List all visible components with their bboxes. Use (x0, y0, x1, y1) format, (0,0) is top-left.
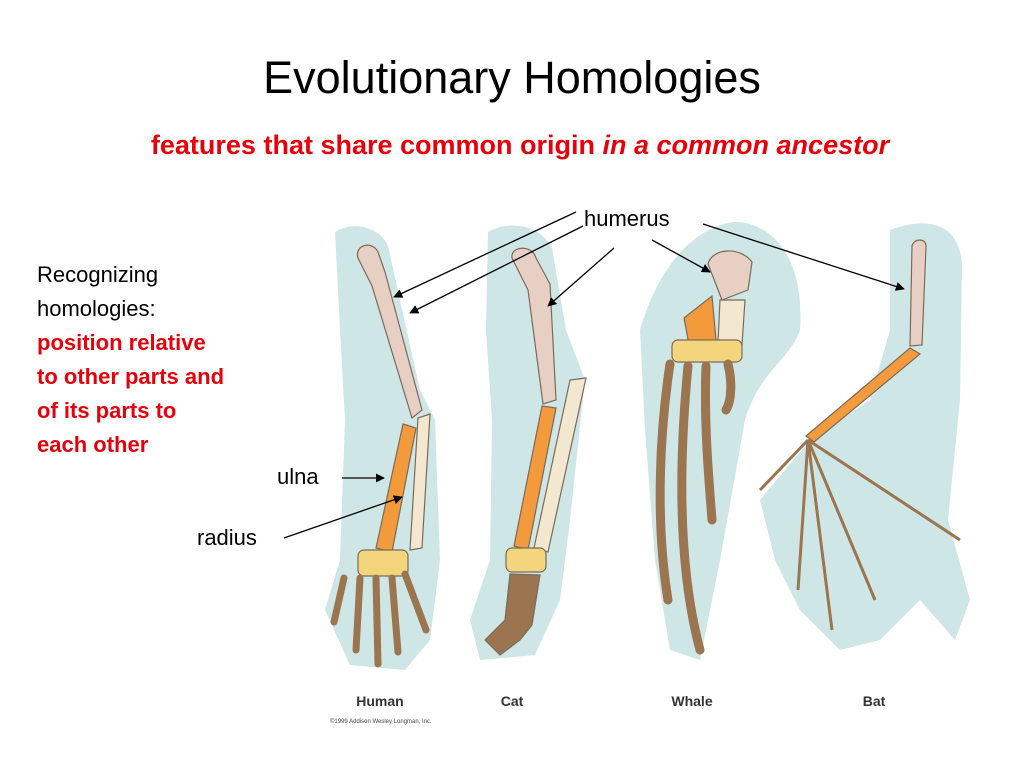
side-red-line-2: to other parts and (37, 364, 225, 389)
bat-digits (758, 438, 961, 631)
slide-title: Evolutionary Homologies (263, 52, 761, 103)
bat-humerus (909, 239, 927, 347)
cat-paw (484, 573, 541, 656)
copyright-text: ©1999 Addison Wesley Longman, Inc. (330, 718, 432, 725)
side-explanation: Recognizing homologies: position relativ… (37, 258, 307, 462)
cat-carpals (505, 547, 547, 573)
humerus-arrows (283, 211, 905, 539)
human-arm-silhouette (325, 226, 440, 671)
caption-whale: Whale (671, 693, 712, 709)
humerus-arrow-whale (651, 239, 711, 273)
ulna-label: ulna (277, 464, 319, 489)
side-red-line-1: position relative (37, 330, 206, 355)
caption-cat: Cat (501, 693, 524, 709)
whale-digits (655, 359, 736, 655)
human-arm (330, 244, 431, 668)
side-line-2: homologies: (37, 296, 156, 321)
radius-arrow (283, 495, 403, 539)
slide-subtitle: features that share common origin in a c… (0, 130, 1024, 161)
humerus-arrow-human (393, 211, 577, 298)
bat-wing (758, 239, 961, 631)
side-red-line-4: each other (37, 432, 149, 457)
human-fingers (330, 570, 430, 668)
cat-leg (484, 247, 587, 656)
bat-radius (805, 347, 922, 443)
humerus-arrow-human-2 (409, 225, 584, 314)
subtitle-normal: features that share common origin (150, 130, 595, 160)
humerus-label: humerus (584, 206, 670, 231)
human-humerus (356, 244, 423, 420)
caption-human: Human (356, 693, 403, 709)
cat-ulna (533, 377, 587, 553)
whale-humerus (707, 250, 753, 301)
side-red-line-3: of its parts to (37, 398, 177, 423)
humerus-arrow-bat (702, 223, 905, 291)
radius-label: radius (197, 525, 257, 550)
caption-bat: Bat (863, 693, 886, 709)
side-line-1: Recognizing (37, 262, 159, 287)
whale-ulna (717, 299, 746, 346)
cat-leg-silhouette (470, 225, 585, 660)
human-carpals (357, 549, 409, 577)
whale-carpals (671, 339, 743, 363)
subtitle-italic: in a common ancestor (602, 130, 890, 160)
humerus-arrow-cat (547, 247, 615, 307)
whale-flipper (655, 250, 753, 655)
human-ulna (409, 413, 431, 551)
